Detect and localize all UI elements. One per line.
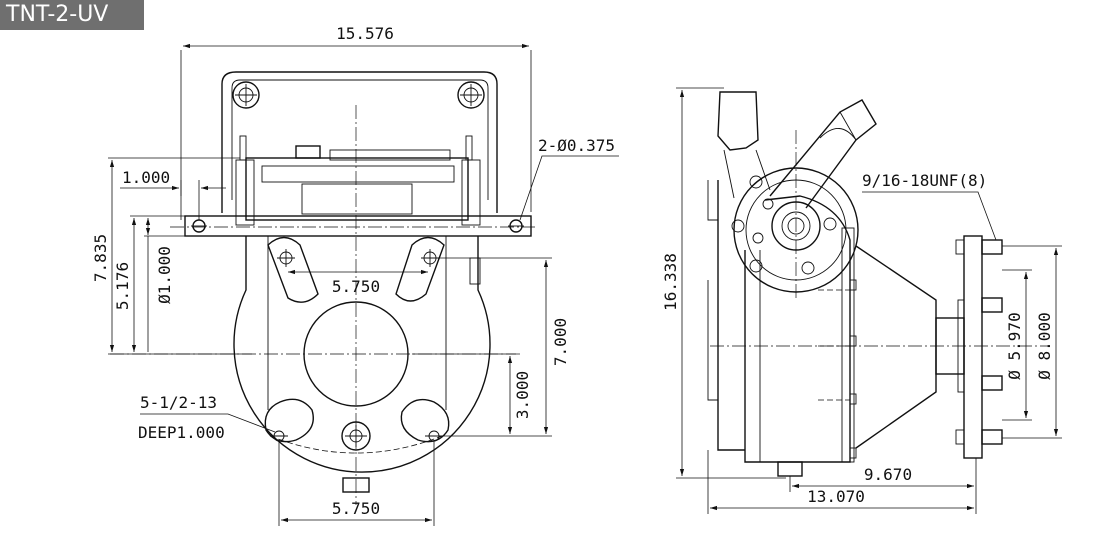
volute-bolts: [731, 175, 837, 275]
slot-top-right: [395, 236, 445, 302]
drain-plug: [342, 477, 370, 493]
dim-overall-height: 16.338: [661, 253, 680, 311]
flange-bolts: [955, 239, 1003, 445]
dim-height-bore: 5.176: [113, 262, 132, 310]
bolt-head-top-right: [457, 81, 485, 109]
bore-circle: [303, 301, 409, 407]
dim-height-right: 7.000: [551, 318, 570, 366]
bolt-head-top-left: [232, 81, 260, 109]
mount-hole-right: [508, 219, 524, 233]
dim-bolt-spacing-bottom: 5.750: [332, 499, 380, 518]
dim-overall-width: 15.576: [336, 24, 394, 43]
note-flange-bolts: 9/16-18UNF(8): [862, 171, 987, 190]
note-tapped-depth: DEEP1.000: [138, 423, 225, 442]
model-tag: TNT-2-UV: [0, 0, 144, 30]
front-view: 15.576 2-Ø0.375 1.000 7.835 5.176 Ø1.000…: [91, 24, 619, 526]
dim-bolt-circle-inner: Ø 5.970: [1005, 312, 1024, 379]
nut-top: [295, 145, 321, 159]
slot-top-left: [267, 236, 319, 303]
dim-length-short: 9.670: [864, 465, 912, 484]
motor-flange: [963, 235, 983, 459]
note-mount-holes: 2-Ø0.375: [538, 136, 615, 155]
housing-bolts: [818, 279, 857, 459]
mount-hole-left: [191, 219, 207, 233]
dim-bolt-spacing-top: 5.750: [332, 277, 380, 296]
note-tapped-holes: 5-1/2-13: [140, 393, 217, 412]
side-view: 16.338 9/16-18UNF(8) Ø 5.970 Ø 8.000 9.6…: [661, 87, 1062, 514]
slot-bottom-right: [400, 398, 450, 443]
bolt-bottom-center: [341, 421, 371, 451]
dim-bore-diameter: Ø1.000: [155, 246, 174, 304]
dim-length-overall: 13.070: [807, 487, 865, 506]
dim-center-to-bolt: 3.000: [513, 371, 532, 419]
dim-bolt-circle-outer: Ø 8.000: [1035, 312, 1054, 379]
dim-offset: 1.000: [122, 168, 170, 187]
dim-height-top: 7.835: [91, 234, 110, 282]
